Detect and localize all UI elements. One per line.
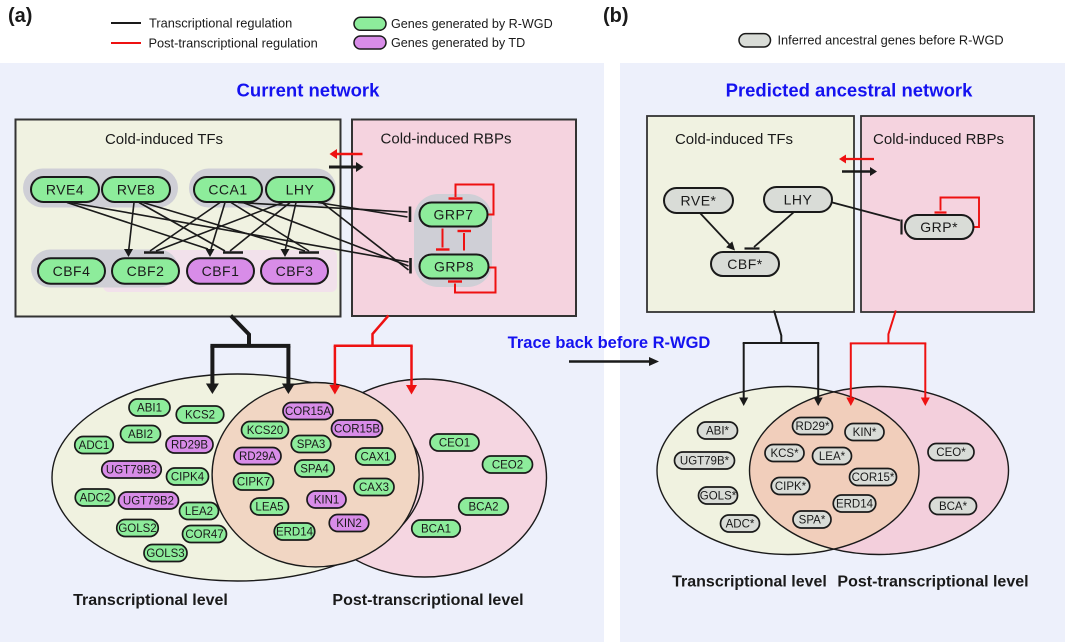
svg-text:SPA3: SPA3 xyxy=(297,439,326,451)
svg-text:RD29*: RD29* xyxy=(796,421,830,433)
svg-text:RVE*: RVE* xyxy=(681,192,717,208)
svg-text:Trace back before R-WGD: Trace back before R-WGD xyxy=(508,334,711,352)
svg-text:ABI*: ABI* xyxy=(706,426,730,438)
svg-text:(a): (a) xyxy=(8,5,32,27)
svg-text:CIPK7: CIPK7 xyxy=(237,477,270,489)
svg-text:COR15B: COR15B xyxy=(334,424,380,436)
svg-text:UGT79B3: UGT79B3 xyxy=(106,465,157,477)
svg-text:KIN*: KIN* xyxy=(853,427,877,439)
svg-text:LHY: LHY xyxy=(784,191,813,207)
svg-text:Transcriptional level: Transcriptional level xyxy=(672,574,827,591)
svg-text:Current network: Current network xyxy=(237,80,381,101)
svg-text:ERD14: ERD14 xyxy=(276,527,314,539)
svg-text:COR15*: COR15* xyxy=(852,472,895,484)
svg-text:KCS20: KCS20 xyxy=(247,425,283,437)
svg-text:BCA2: BCA2 xyxy=(468,502,498,514)
svg-text:LEA2: LEA2 xyxy=(185,506,213,518)
svg-text:BCA*: BCA* xyxy=(939,501,968,513)
svg-text:CEO2: CEO2 xyxy=(492,460,523,472)
svg-text:UGT79B*: UGT79B* xyxy=(680,456,730,468)
svg-text:GRP7: GRP7 xyxy=(433,206,473,222)
svg-text:Post-transcriptional level: Post-transcriptional level xyxy=(837,574,1028,591)
svg-text:CIPK4: CIPK4 xyxy=(171,472,205,484)
svg-text:CBF3: CBF3 xyxy=(276,263,314,279)
svg-text:Predicted ancestral network: Predicted ancestral network xyxy=(726,80,973,101)
svg-text:ABI2: ABI2 xyxy=(128,429,153,441)
svg-text:RD29A: RD29A xyxy=(239,451,276,463)
svg-text:LHY: LHY xyxy=(286,181,315,197)
svg-text:Transcriptional regulation: Transcriptional regulation xyxy=(149,16,292,31)
svg-text:CCA1: CCA1 xyxy=(208,181,247,197)
svg-text:Genes generated by TD: Genes generated by TD xyxy=(391,36,525,50)
svg-text:CBF4: CBF4 xyxy=(53,263,91,279)
svg-text:UGT79B2: UGT79B2 xyxy=(123,496,174,508)
svg-text:GOLS2: GOLS2 xyxy=(118,523,156,535)
svg-text:ADC*: ADC* xyxy=(726,519,755,531)
svg-text:Post-transcriptional level: Post-transcriptional level xyxy=(332,592,523,609)
svg-text:Inferred ancestral genes befor: Inferred ancestral genes before R-WGD xyxy=(778,33,1004,48)
svg-text:GRP*: GRP* xyxy=(920,219,958,235)
svg-text:SPA4: SPA4 xyxy=(300,464,329,476)
svg-text:BCA1: BCA1 xyxy=(421,524,451,536)
svg-text:CAX3: CAX3 xyxy=(359,482,389,494)
svg-text:(b): (b) xyxy=(603,5,629,27)
svg-text:CIPK*: CIPK* xyxy=(775,481,807,493)
svg-text:Cold-induced RBPs: Cold-induced RBPs xyxy=(873,131,1004,148)
svg-text:CEO*: CEO* xyxy=(936,447,966,459)
svg-text:RVE4: RVE4 xyxy=(46,181,84,197)
svg-text:RD29B: RD29B xyxy=(171,440,208,452)
svg-text:KCS*: KCS* xyxy=(770,448,799,460)
svg-text:CEO1: CEO1 xyxy=(439,438,470,450)
svg-text:RVE8: RVE8 xyxy=(117,181,155,197)
svg-text:ABI1: ABI1 xyxy=(137,403,162,415)
svg-text:Cold-induced TFs: Cold-induced TFs xyxy=(105,131,223,148)
svg-text:COR15A: COR15A xyxy=(285,406,331,418)
svg-text:Cold-induced RBPs: Cold-induced RBPs xyxy=(381,131,512,148)
svg-text:LEA5: LEA5 xyxy=(255,502,283,514)
svg-text:ADC2: ADC2 xyxy=(80,493,111,505)
svg-text:CBF*: CBF* xyxy=(727,256,763,272)
svg-text:GOLS3: GOLS3 xyxy=(146,548,184,560)
svg-text:Cold-induced TFs: Cold-induced TFs xyxy=(675,131,793,148)
svg-text:ADC1: ADC1 xyxy=(79,440,110,452)
svg-text:CBF2: CBF2 xyxy=(127,263,165,279)
svg-text:KIN2: KIN2 xyxy=(336,518,362,530)
svg-text:KCS2: KCS2 xyxy=(185,410,215,422)
svg-text:GOLS*: GOLS* xyxy=(700,491,737,503)
svg-text:SPA*: SPA* xyxy=(799,515,826,527)
svg-text:GRP8: GRP8 xyxy=(434,258,474,274)
svg-text:LEA*: LEA* xyxy=(819,451,846,463)
svg-text:Transcriptional level: Transcriptional level xyxy=(73,592,228,609)
svg-text:ERD14: ERD14 xyxy=(836,499,874,511)
svg-text:KIN1: KIN1 xyxy=(314,495,340,507)
svg-text:Genes generated by R-WGD: Genes generated by R-WGD xyxy=(391,17,553,31)
svg-text:COR47: COR47 xyxy=(185,529,223,541)
svg-text:Post-transcriptional regulatio: Post-transcriptional regulation xyxy=(149,36,318,51)
svg-text:CAX1: CAX1 xyxy=(360,452,390,464)
svg-text:CBF1: CBF1 xyxy=(202,263,240,279)
